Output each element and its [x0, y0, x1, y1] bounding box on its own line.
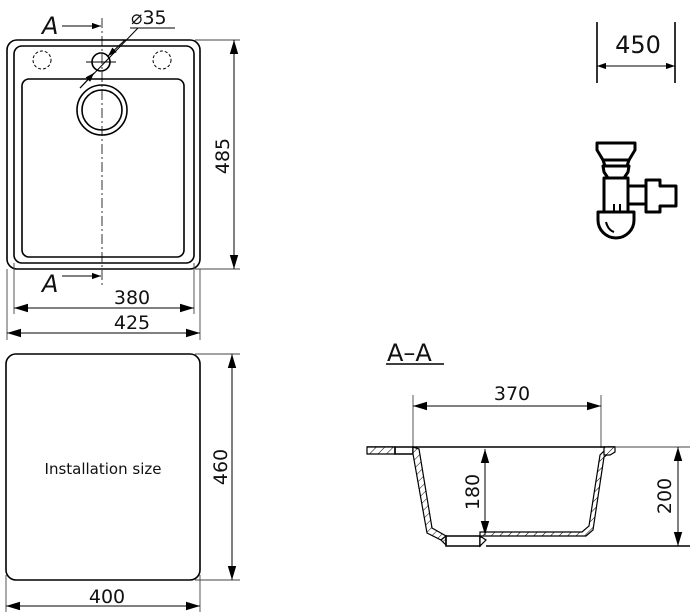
installation-view: Installation size 460 400: [5, 353, 240, 612]
section-marker-top: A: [40, 12, 58, 40]
sink-bowl-outline: [21, 78, 185, 258]
cutout-width-dim-400: 400: [89, 586, 125, 608]
bowl-width-dim-370: 370: [494, 383, 530, 405]
top-view: ⌀35 A A 485 380 425: [6, 7, 240, 340]
optional-tap-hole-right: [152, 50, 172, 70]
optional-tap-hole-left: [32, 50, 52, 70]
cabinet-width-view: 450: [596, 22, 676, 83]
cutout-height-dim-460: 460: [210, 449, 232, 485]
height-dim-485: 485: [212, 138, 234, 174]
sink-inner-rim: [13, 45, 195, 264]
section-marker-bottom: A: [40, 270, 58, 298]
cutout-outline: [5, 353, 201, 581]
outer-width-dim-425: 425: [114, 312, 150, 334]
cabinet-width-dim-450: 450: [615, 31, 661, 59]
hole-diameter-label: ⌀35: [131, 7, 167, 29]
bowl-depth-dim-180: 180: [462, 474, 484, 510]
inner-width-dim-380: 380: [114, 287, 150, 309]
section-title: A–A: [387, 339, 432, 367]
total-depth-dim-200: 200: [654, 478, 676, 514]
sink-outer-rim: [6, 39, 201, 270]
installation-size-label: Installation size: [45, 460, 162, 478]
section-view: A–A 370 180 200: [366, 339, 690, 548]
siphon-trap-icon: [595, 141, 678, 240]
